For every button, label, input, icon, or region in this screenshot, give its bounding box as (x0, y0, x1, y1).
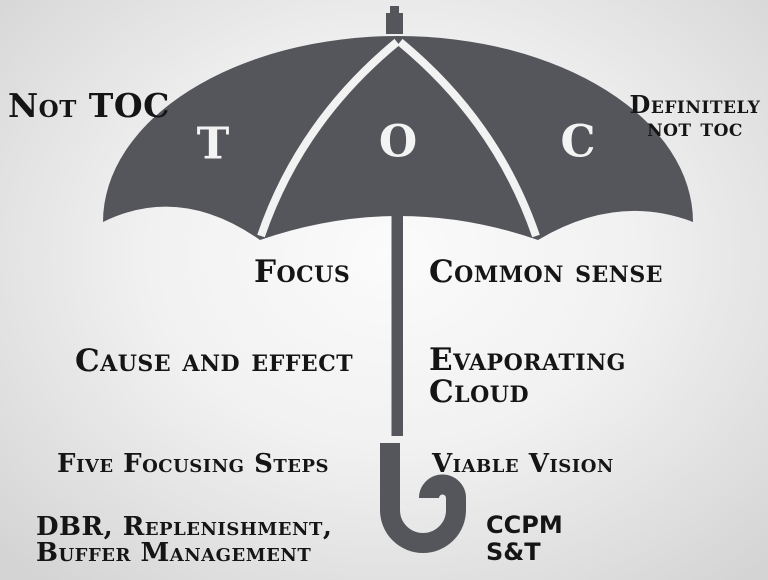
label-ccpm-line1: CCPM (486, 511, 563, 539)
label-dbr-replenishment-buffer-management: DBR, Replenishment, Buffer Management (36, 514, 332, 566)
umbrella-shaft (391, 208, 403, 436)
label-focus: Focus (254, 254, 351, 290)
canopy-letter-t: T (196, 118, 230, 170)
canopy-letter-c: C (560, 116, 596, 168)
label-common-sense: Common sense (429, 254, 664, 290)
label-not-toc: Not TOC (8, 86, 170, 125)
label-dbr-line1: DBR, Replenishment, (36, 512, 333, 542)
umbrella-canopy (103, 36, 693, 240)
label-ccpm-line2: S&T (486, 538, 541, 566)
umbrella-handle-icon (380, 443, 466, 553)
umbrella-seam-left (257, 38, 400, 238)
label-dbr-line2: Buffer Management (36, 538, 312, 568)
label-definitely-not-toc-line1: Definitely (629, 90, 761, 119)
canopy-letter-o: O (378, 116, 418, 168)
label-ccpm-st: CCPM S&T (486, 512, 563, 566)
umbrella-finial-tip (390, 6, 399, 15)
label-definitely-not-toc: Definitely not toc (620, 90, 768, 142)
umbrella-seam-right (397, 38, 540, 238)
label-definitely-not-toc-line2: not toc (647, 113, 743, 142)
label-cause-and-effect: Cause and effect (75, 343, 354, 379)
label-five-focusing-steps: Five Focusing Steps (57, 449, 329, 479)
label-evaporating-cloud: Evaporating Cloud (429, 344, 626, 408)
umbrella-finial (386, 13, 403, 34)
label-viable-vision: Viable Vision (432, 449, 614, 479)
label-evaporating-cloud-line2: Cloud (429, 374, 530, 410)
label-evaporating-cloud-line1: Evaporating (429, 342, 626, 378)
